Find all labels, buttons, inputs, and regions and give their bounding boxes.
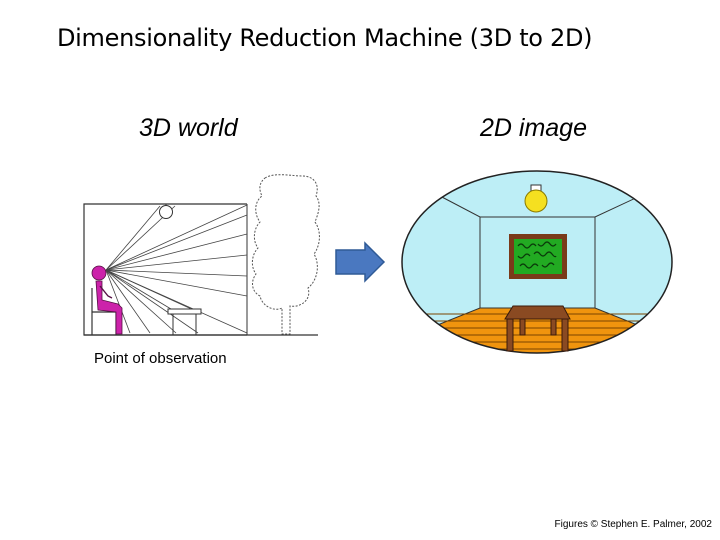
observer-figure xyxy=(91,265,123,335)
label-3d-world: 3D world xyxy=(139,114,238,142)
world-scene xyxy=(83,174,320,336)
painting-squiggles xyxy=(517,241,557,269)
sight-rays xyxy=(105,204,248,334)
ceiling-edges xyxy=(439,195,641,218)
image-oval-frame xyxy=(401,170,673,354)
table-3d xyxy=(167,308,202,335)
lamp-bulb xyxy=(524,189,548,213)
label-2d-image: 2D image xyxy=(480,114,587,142)
observer-head xyxy=(91,265,107,281)
point-of-observation-label: Point of observation xyxy=(94,350,227,367)
figure-credit: Figures © Stephen E. Palmer, 2002 xyxy=(554,519,712,530)
image-scene xyxy=(401,170,673,354)
right-arrow-icon xyxy=(335,241,386,283)
slide-title: Dimensionality Reduction Machine (3D to … xyxy=(57,24,593,52)
lamp-icon xyxy=(159,205,173,219)
table-2d xyxy=(504,305,571,352)
observer-body xyxy=(95,280,123,335)
tree-outline xyxy=(251,174,320,335)
observer-arm xyxy=(99,285,113,299)
